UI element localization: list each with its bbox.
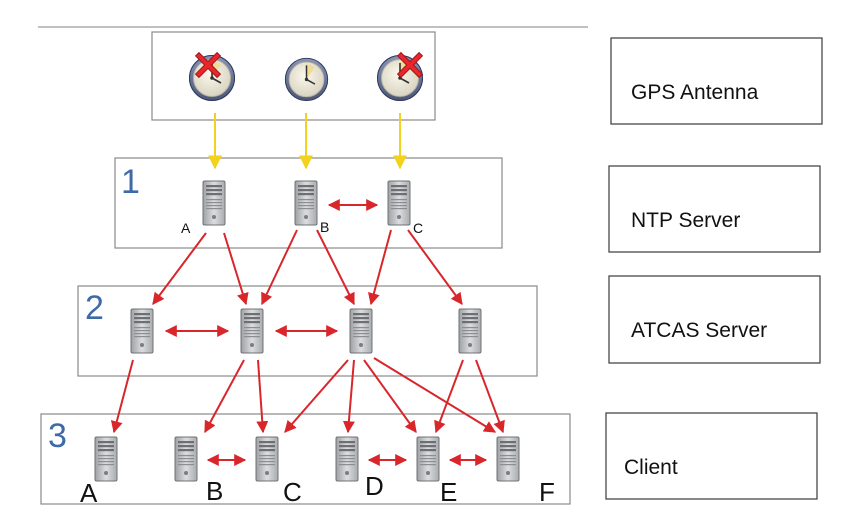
atcas-4-to-client-e-arrow — [434, 359, 464, 434]
client-f-icon — [496, 436, 520, 482]
atcas-3-to-client-c-arrow — [284, 359, 349, 433]
client-c-icon — [255, 436, 279, 482]
legend-gps: GPS Antenna — [610, 37, 823, 125]
tier-number-2: 2 — [85, 289, 104, 327]
atcas-3-to-client-d-arrow — [342, 359, 355, 434]
atcas-3-to-client-f-arrow — [373, 357, 497, 433]
legend-client: Client — [605, 412, 818, 500]
client-a-label: A — [80, 478, 98, 508]
atcas-1-to-client-a-arrow — [110, 359, 134, 434]
ntp-server-a-label: A — [181, 220, 191, 236]
legend-gps-label: GPS Antenna — [631, 81, 759, 104]
ntp-server-b-label: B — [320, 219, 329, 235]
client-e-icon — [416, 436, 440, 482]
ntp-b-to-atcas-2-arrow — [261, 229, 298, 306]
client-b-icon — [174, 436, 198, 482]
atcas-server-2-icon — [240, 308, 264, 354]
client-d-label: D — [365, 471, 384, 501]
client-d-icon — [335, 436, 359, 482]
ntp-server-c-label: C — [413, 220, 423, 236]
atcas-2-to-client-c-arrow — [256, 359, 269, 434]
atcas-server-3-icon — [349, 308, 373, 354]
atcas-server-1-icon — [130, 308, 154, 354]
atcas-server-4-icon — [458, 308, 482, 354]
tier-number-3: 3 — [48, 417, 67, 455]
atcas-2-to-client-b-arrow — [204, 359, 245, 434]
ntp-b-to-atcas-3-arrow — [316, 229, 355, 306]
ntp-a-to-atcas-2-arrow — [223, 232, 249, 306]
atcas-4-to-client-f-arrow — [475, 359, 505, 434]
gps-clock-2-icon — [284, 57, 329, 102]
legend-ntp-label: NTP Server — [631, 209, 740, 232]
ntp-server-b-icon — [294, 180, 318, 226]
client-tier-box — [40, 413, 571, 505]
legend-ntp: NTP Server — [608, 165, 821, 253]
ntp-server-c-icon — [387, 180, 411, 226]
client-a-icon — [94, 436, 118, 482]
ntp-server-a-icon — [202, 180, 226, 226]
ntp-c-to-atcas-4-arrow — [407, 229, 463, 305]
ntp-a-to-atcas-1-arrow — [152, 232, 207, 305]
legend-atcas: ATCAS Server — [608, 275, 821, 364]
client-f-label: F — [539, 477, 555, 507]
client-e-label: E — [440, 477, 457, 507]
legend-atcas-label: ATCAS Server — [631, 319, 767, 342]
client-b-label: B — [206, 476, 223, 506]
atcas-3-to-client-e-arrow — [363, 359, 417, 433]
legend-client-label: Client — [624, 456, 678, 479]
link-arrows — [110, 199, 505, 466]
ntp-c-to-atcas-3-arrow — [368, 229, 392, 306]
client-c-label: C — [283, 477, 302, 507]
tier-number-1: 1 — [121, 163, 140, 201]
